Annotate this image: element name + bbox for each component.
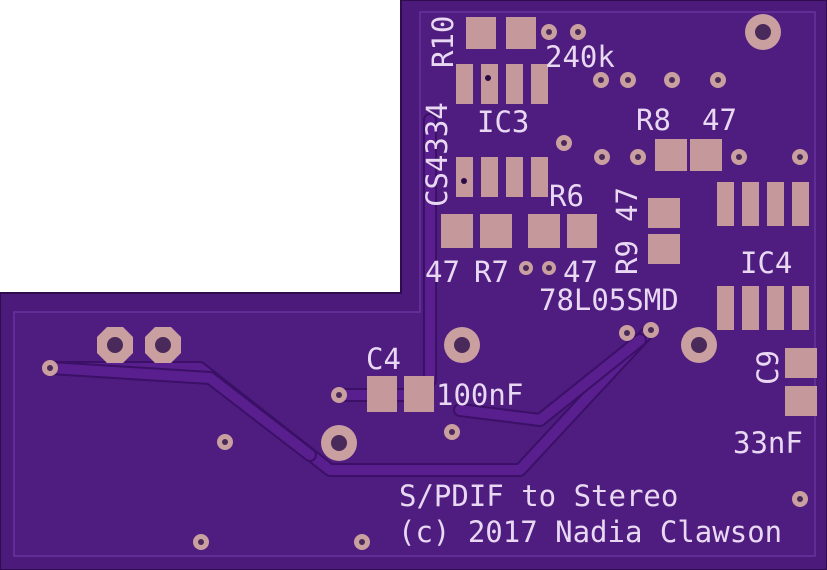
r6-ref-label: R6	[549, 179, 584, 213]
r7-ref-label: R7	[474, 255, 509, 289]
silkscreen: R10 240k CS4334 IC3 R8 47 R6 47 R7 47 R9…	[366, 16, 803, 549]
c4-ref-label: C4	[366, 342, 401, 376]
c9-ref-label: C9	[751, 350, 785, 385]
r10-ref-label: R10	[426, 16, 460, 68]
ground-pour-edge	[13, 11, 816, 557]
r6-value-label: 47	[563, 255, 598, 289]
r8-ref-label: R8	[636, 103, 671, 137]
board-title: S/PDIF to Stereo	[399, 479, 678, 513]
r7-value-label: 47	[425, 255, 460, 289]
r10-value-label: 240k	[545, 40, 615, 74]
ic3-ref-label: IC3	[477, 105, 529, 139]
r9-value-label: 47	[610, 187, 644, 222]
through-hole-pads	[97, 14, 781, 461]
ic4-ref-label: IC4	[740, 246, 792, 280]
board-copyright: (c) 2017 Nadia Clawson	[398, 515, 782, 549]
traces	[43, 113, 657, 477]
r9-ref-label: R9	[610, 240, 644, 275]
ic3-value-label: CS4334	[420, 102, 454, 207]
vias	[42, 24, 808, 550]
ic3-pin1-dot	[485, 75, 491, 81]
smd-pads	[367, 17, 817, 416]
ic3-pin1-dot-bottom	[461, 178, 467, 184]
c4-value-label: 100nF	[436, 378, 523, 412]
r8-value-label: 47	[702, 103, 737, 137]
c9-value-label: 33nF	[733, 426, 803, 460]
ic4-value-label: 78L05SMD	[539, 283, 679, 317]
